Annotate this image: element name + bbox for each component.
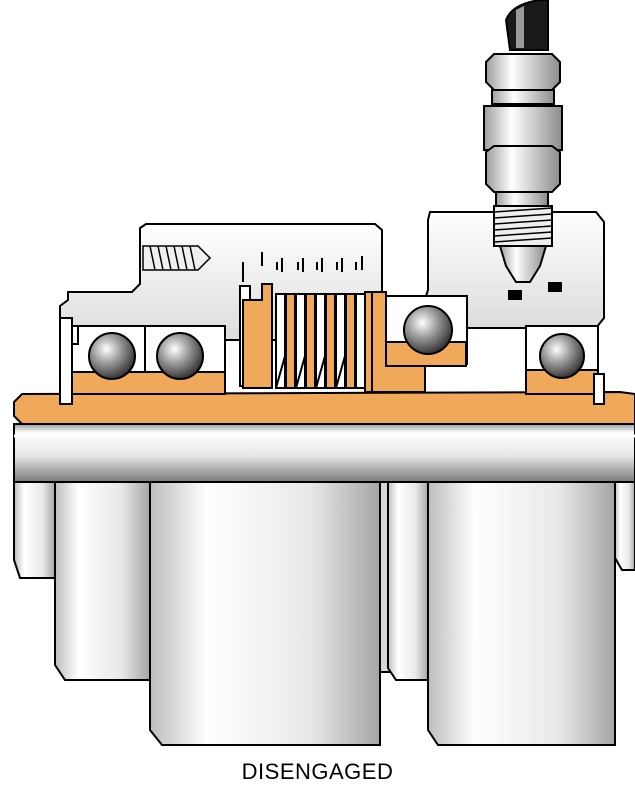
set-screw: [142, 245, 212, 271]
diagram-caption: DISENGAGED: [241, 759, 394, 784]
fitting-hex-nut-bottom: [485, 145, 561, 193]
roller-far-right: [614, 471, 635, 571]
clutch-cross-section-diagram: [13, 0, 635, 746]
roller-right: [427, 471, 616, 746]
roller-right-inner: [387, 471, 429, 681]
roller-far-left: [13, 471, 56, 579]
actuator-seal-2: [548, 282, 562, 292]
lower-rollers: [13, 471, 635, 746]
fitting-neck: [491, 89, 555, 105]
roller-center: [149, 471, 381, 746]
main-shaft: [13, 423, 635, 483]
bronze-shaft-sleeve: [13, 390, 635, 425]
bearing-ball-2: [156, 332, 204, 380]
fitting-body: [483, 105, 563, 151]
spline-slots: [242, 252, 363, 282]
fitting-cable: [504, 0, 549, 51]
clutch-plate-pack: [239, 283, 379, 393]
fitting-thread: [493, 205, 553, 247]
fitting-hex-nut-top: [485, 53, 561, 91]
pressure-fitting: [483, 0, 563, 283]
left-bearings: [59, 317, 226, 405]
center-bearing: [371, 291, 468, 393]
actuator-seal-1: [508, 290, 522, 300]
bearing-ball-3: [403, 305, 453, 355]
roller-left: [54, 471, 151, 681]
bearing-ball-4: [539, 333, 585, 379]
right-bearing: [525, 325, 605, 405]
fitting-nozzle: [498, 245, 548, 283]
bearing-ball-1: [88, 332, 136, 380]
